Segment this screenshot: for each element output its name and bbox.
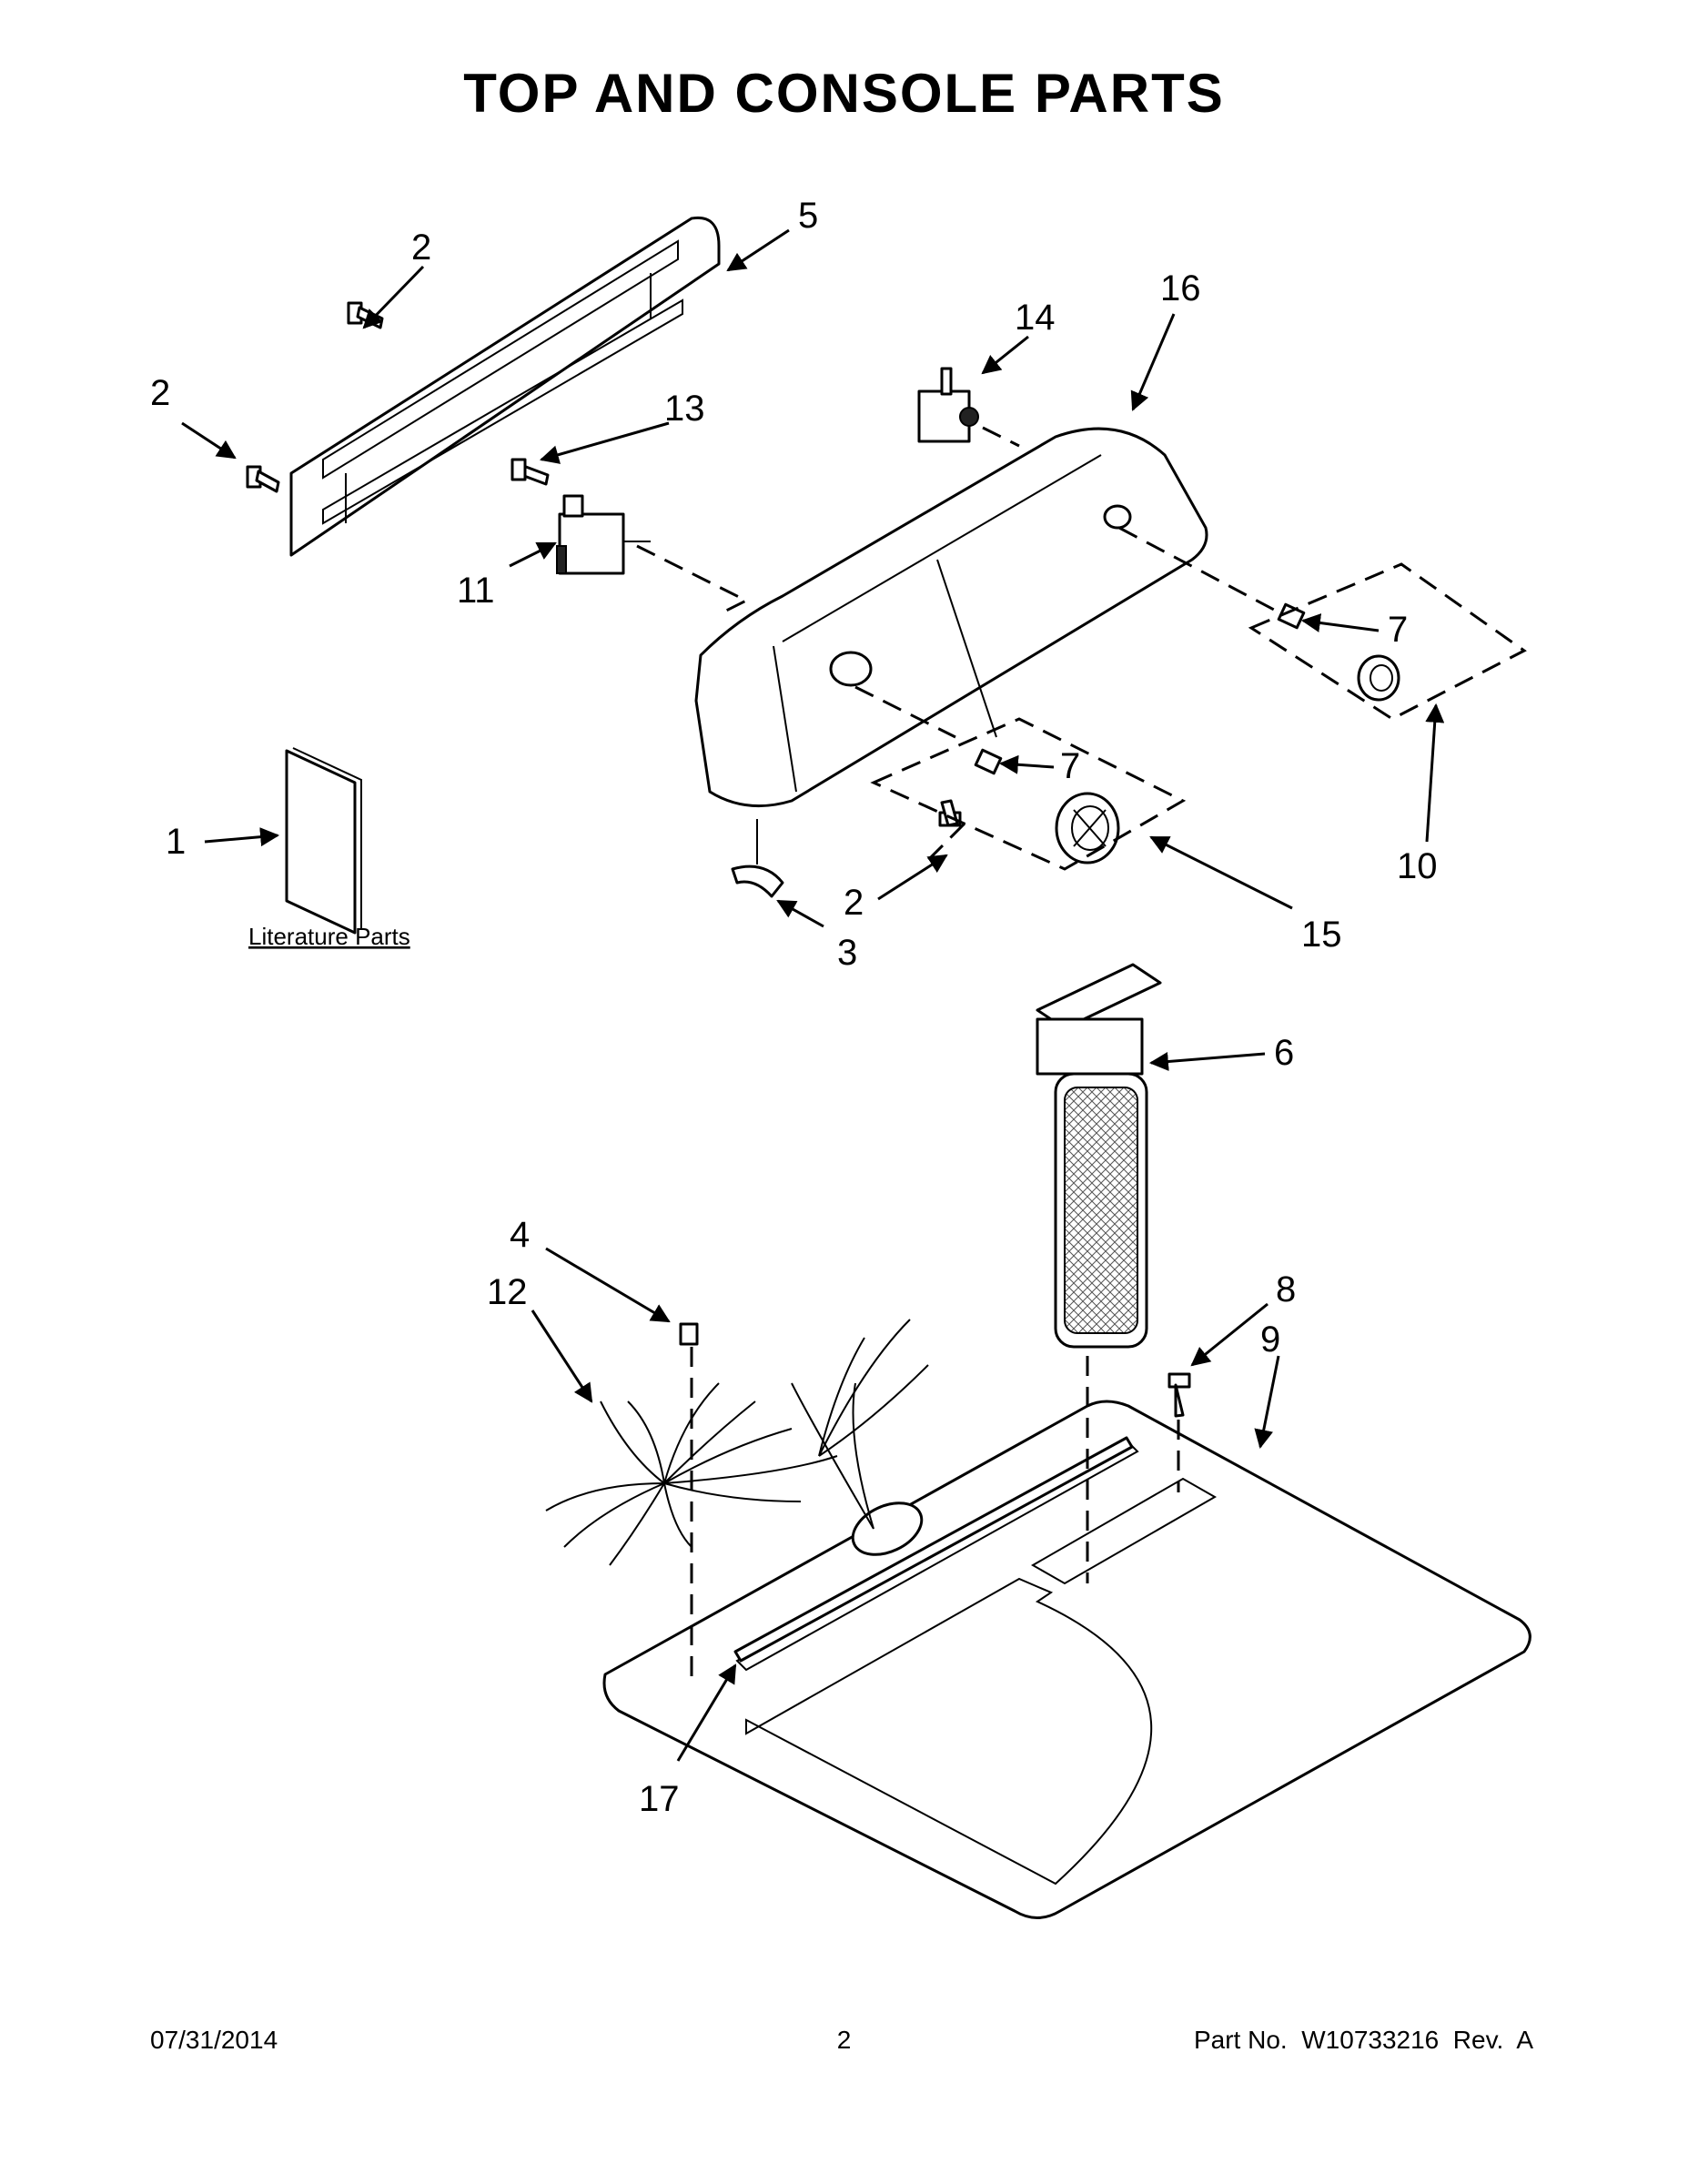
knob-insert-left <box>974 748 1003 775</box>
literature-booklet <box>285 747 362 935</box>
top-seal-strip <box>733 1436 1134 1663</box>
wire-clip <box>731 819 784 898</box>
rear-console-panel <box>289 216 721 557</box>
callout-10: 10 <box>1397 846 1438 886</box>
callout-2-console: 2 <box>844 883 864 923</box>
callout-12: 12 <box>487 1272 528 1312</box>
timer-screw <box>510 458 550 486</box>
callout-14: 14 <box>1015 298 1056 338</box>
knob-left <box>1055 792 1120 864</box>
callout-2-upper: 2 <box>411 228 431 268</box>
callout-7-left: 7 <box>1060 746 1080 786</box>
callout-1: 1 <box>166 822 186 862</box>
wire-harness <box>545 1319 929 1566</box>
lint-screen <box>1036 963 1162 1349</box>
callout-8: 8 <box>1276 1269 1296 1309</box>
callout-16: 16 <box>1160 268 1201 308</box>
footer-date: 07/31/2014 <box>150 2026 278 2054</box>
harness-clip <box>679 1322 699 1346</box>
callout-9: 9 <box>1260 1320 1280 1360</box>
callout-3: 3 <box>837 933 857 973</box>
callout-11: 11 <box>457 571 495 611</box>
footer-page-number: 2 <box>836 2026 852 2054</box>
leader-lines <box>181 228 1445 1762</box>
switch <box>917 367 979 443</box>
callout-6: 6 <box>1274 1033 1294 1073</box>
footer-part-number: Part No. W10733216 Rev. A <box>1193 2026 1533 2054</box>
callout-7-right: 7 <box>1388 610 1408 650</box>
console <box>694 427 1208 808</box>
top-screw <box>1167 1372 1191 1418</box>
callout-4: 4 <box>510 1215 530 1255</box>
callout-13: 13 <box>664 389 705 429</box>
callout-2-left: 2 <box>150 373 170 413</box>
callout-15: 15 <box>1301 915 1342 955</box>
panel-screw-left <box>246 465 280 493</box>
page-title: TOP AND CONSOLE PARTS <box>463 63 1225 124</box>
knob-right <box>1357 654 1400 702</box>
literature-label: Literature Parts <box>248 923 410 950</box>
callout-5: 5 <box>798 196 818 236</box>
timer <box>556 494 651 575</box>
callout-17: 17 <box>639 1779 680 1819</box>
